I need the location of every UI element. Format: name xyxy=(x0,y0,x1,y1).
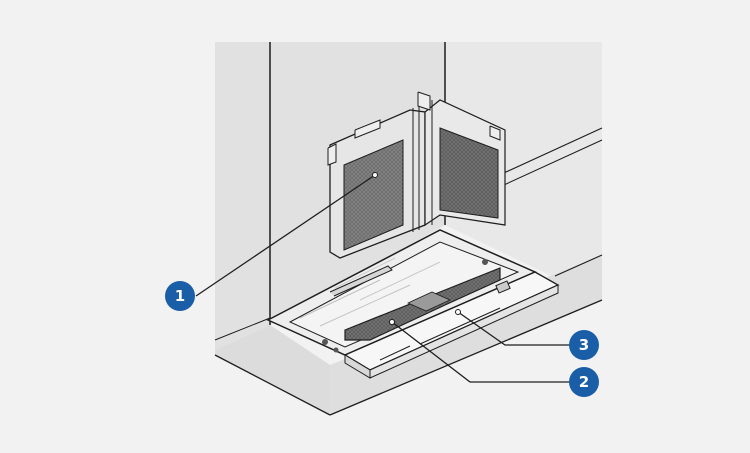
grille-button xyxy=(495,280,511,294)
upper-filter-assembly xyxy=(327,91,506,259)
floor-edge-4 xyxy=(554,254,603,277)
callout-number-3: 3 xyxy=(579,336,589,354)
base-unit xyxy=(266,229,537,356)
callout-badge-2 xyxy=(569,367,599,397)
frame-tab-1 xyxy=(354,119,381,139)
grille-slot-2 xyxy=(419,307,501,345)
leader-line-3 xyxy=(457,311,570,346)
screw-2 xyxy=(482,259,488,265)
leader-lines xyxy=(195,172,570,383)
callout-1: 1 xyxy=(165,281,195,311)
lower-filter-pad-b xyxy=(407,291,451,312)
frame-tab-2 xyxy=(327,143,337,166)
leader-dot-1 xyxy=(372,172,378,178)
callout-badge-1 xyxy=(165,281,195,311)
floor xyxy=(215,325,330,415)
leader-dot-2 xyxy=(389,319,395,325)
screw-1 xyxy=(322,339,328,345)
frame-tab-3 xyxy=(417,91,431,111)
upper-filter-side-mesh xyxy=(439,127,499,219)
leader-dot-3 xyxy=(455,309,461,315)
floor-edge-1 xyxy=(214,354,331,416)
glass-reflection-4 xyxy=(334,257,396,289)
leader-line-1 xyxy=(195,174,376,297)
screw-3 xyxy=(333,347,339,353)
frame-tab-4 xyxy=(489,125,501,141)
upper-filter-mesh xyxy=(343,139,404,251)
glass-reflection-1 xyxy=(299,279,381,319)
callout-3: 3 xyxy=(569,330,599,360)
handle-slot xyxy=(329,265,393,297)
glass-reflection-3 xyxy=(359,261,441,301)
callout-badge-3 xyxy=(569,330,599,360)
front-grille-assembly xyxy=(343,271,560,379)
floor-edge-3 xyxy=(214,317,271,341)
floor-edge-2 xyxy=(329,299,603,416)
callout-2: 2 xyxy=(569,367,599,397)
callout-number-1: 1 xyxy=(175,287,185,305)
glass-reflection-2 xyxy=(319,284,411,327)
grille-slot-1 xyxy=(379,345,411,361)
callout-number-2: 2 xyxy=(579,373,589,391)
leader-line-2 xyxy=(391,321,570,383)
front-grille-lower xyxy=(369,284,559,379)
